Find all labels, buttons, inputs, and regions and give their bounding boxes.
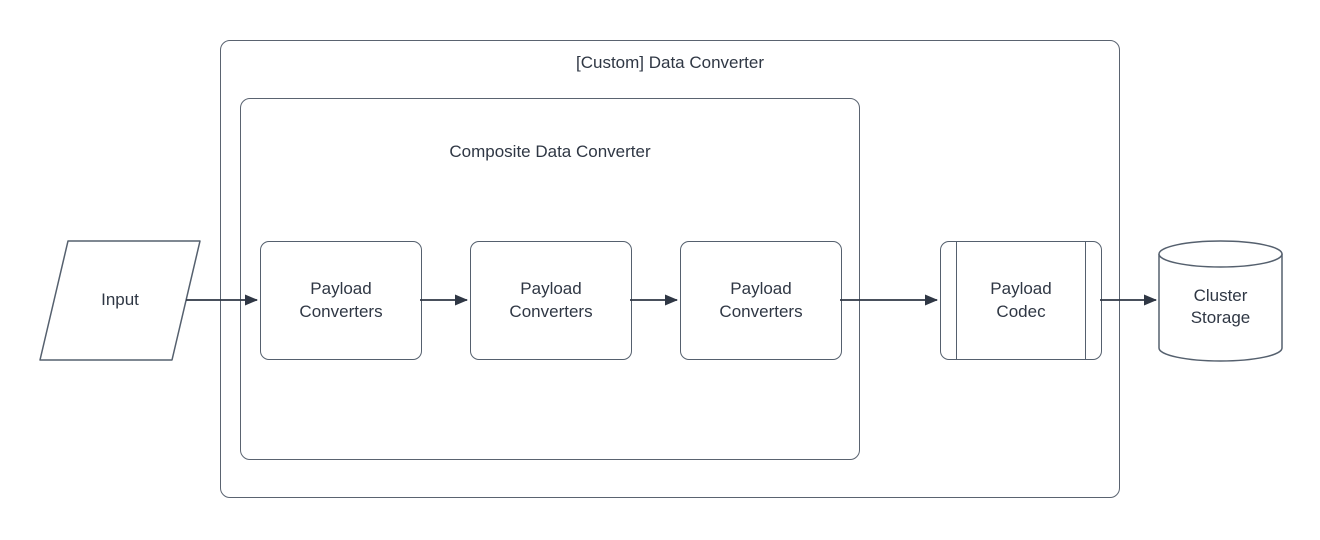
- composite-data-converter-group: Composite Data Converter: [240, 98, 860, 460]
- custom-data-converter-group: [Custom] Data Converter: [220, 40, 1120, 498]
- payload-codec-label: Payload Codec: [990, 279, 1052, 321]
- payload-converters-label-1: Payload Converters: [299, 279, 383, 321]
- payload-converters-label-3: Payload Converters: [719, 279, 803, 321]
- payload-converters-node-3: Payload Converters: [680, 241, 842, 360]
- payload-converters-node-2: Payload Converters: [470, 241, 632, 360]
- payload-codec-node: Payload Codec: [940, 241, 1102, 360]
- payload-converters-label-2: Payload Converters: [509, 279, 593, 321]
- cluster-storage-label: Cluster Storage: [1190, 285, 1251, 327]
- payload-converters-node-1: Payload Converters: [260, 241, 422, 360]
- codec-left-bar: [956, 242, 957, 359]
- custom-data-converter-title: [Custom] Data Converter: [575, 53, 764, 72]
- cluster-storage-node: Cluster Storage: [1159, 252, 1282, 362]
- input-node: Input: [50, 241, 190, 359]
- input-label: Input: [101, 289, 139, 309]
- composite-data-converter-title: Composite Data Converter: [449, 142, 651, 161]
- codec-right-bar: [1085, 242, 1086, 359]
